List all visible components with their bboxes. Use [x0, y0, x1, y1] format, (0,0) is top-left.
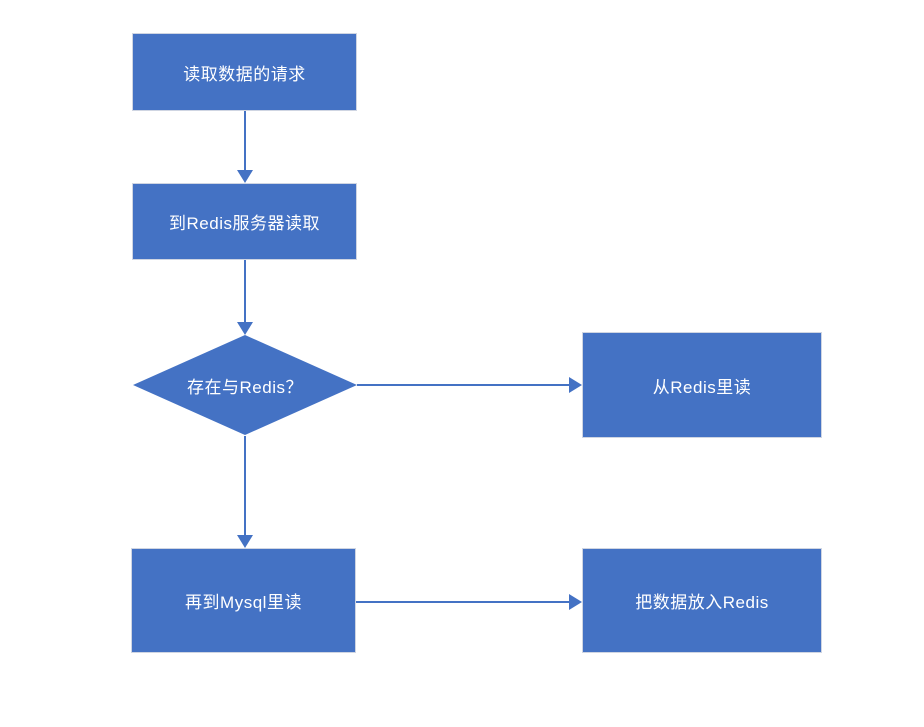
node-read-request-label: 读取数据的请求 — [183, 64, 306, 84]
node-exists-in-redis-decision: 存在与Redis？ — [133, 335, 357, 435]
node-read-from-redis-server: 到Redis服务器读取 — [132, 183, 357, 260]
node-put-data-into-redis-label: 把数据放入Redis — [635, 593, 769, 612]
edge-request-to-server-line — [244, 111, 246, 171]
edge-mysql-to-put-redis-line — [356, 601, 570, 603]
node-put-data-into-redis: 把数据放入Redis — [582, 548, 822, 653]
edge-request-to-server-arrowhead-icon — [237, 170, 253, 183]
node-read-from-mysql-label: 再到Mysql里读 — [185, 593, 302, 612]
edge-server-to-decision-line — [244, 260, 246, 323]
edge-decision-to-mysql-read-line — [244, 436, 246, 536]
node-read-request: 读取数据的请求 — [132, 33, 357, 111]
node-read-from-mysql: 再到Mysql里读 — [131, 548, 356, 653]
node-exists-in-redis-label: 存在与Redis？ — [187, 377, 303, 397]
edge-decision-to-redis-read-line — [357, 384, 570, 386]
node-read-from-redis: 从Redis里读 — [582, 332, 822, 438]
edge-decision-to-redis-read-arrowhead-icon — [569, 377, 582, 393]
edge-decision-to-mysql-read-arrowhead-icon — [237, 535, 253, 548]
edge-server-to-decision-arrowhead-icon — [237, 322, 253, 335]
node-read-from-redis-label: 从Redis里读 — [652, 377, 752, 397]
edge-mysql-to-put-redis-arrowhead-icon — [569, 594, 582, 610]
node-read-from-redis-server-label: 到Redis服务器读取 — [169, 214, 320, 233]
